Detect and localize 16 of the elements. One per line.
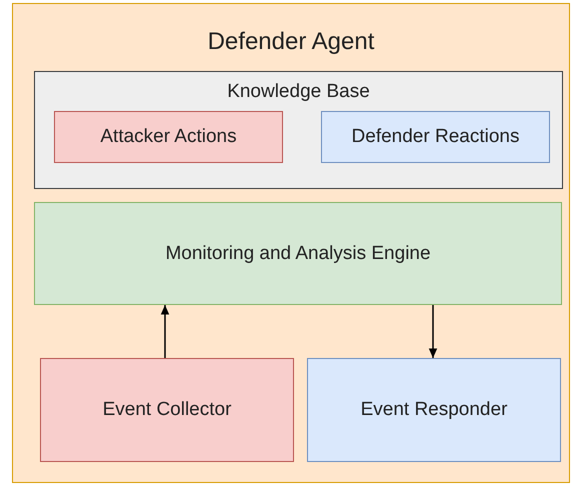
process-box	[54, 111, 283, 163]
heading: Defender Agent	[206, 28, 376, 56]
container-box	[12, 3, 570, 483]
group-box	[34, 71, 563, 189]
node-label: Monitoring and Analysis Engine	[164, 242, 432, 264]
node-label: Attacker Actions	[99, 126, 238, 148]
arrow	[428, 305, 438, 358]
process-box	[40, 358, 294, 462]
node-label: Event Collector	[102, 399, 232, 421]
heading: Knowledge Base	[226, 81, 371, 103]
process-box	[321, 111, 550, 163]
arrow	[160, 305, 170, 358]
node-label: Defender Reactions	[350, 126, 520, 148]
process-box	[307, 358, 561, 462]
node-label: Event Responder	[360, 399, 508, 421]
process-box	[34, 202, 562, 305]
